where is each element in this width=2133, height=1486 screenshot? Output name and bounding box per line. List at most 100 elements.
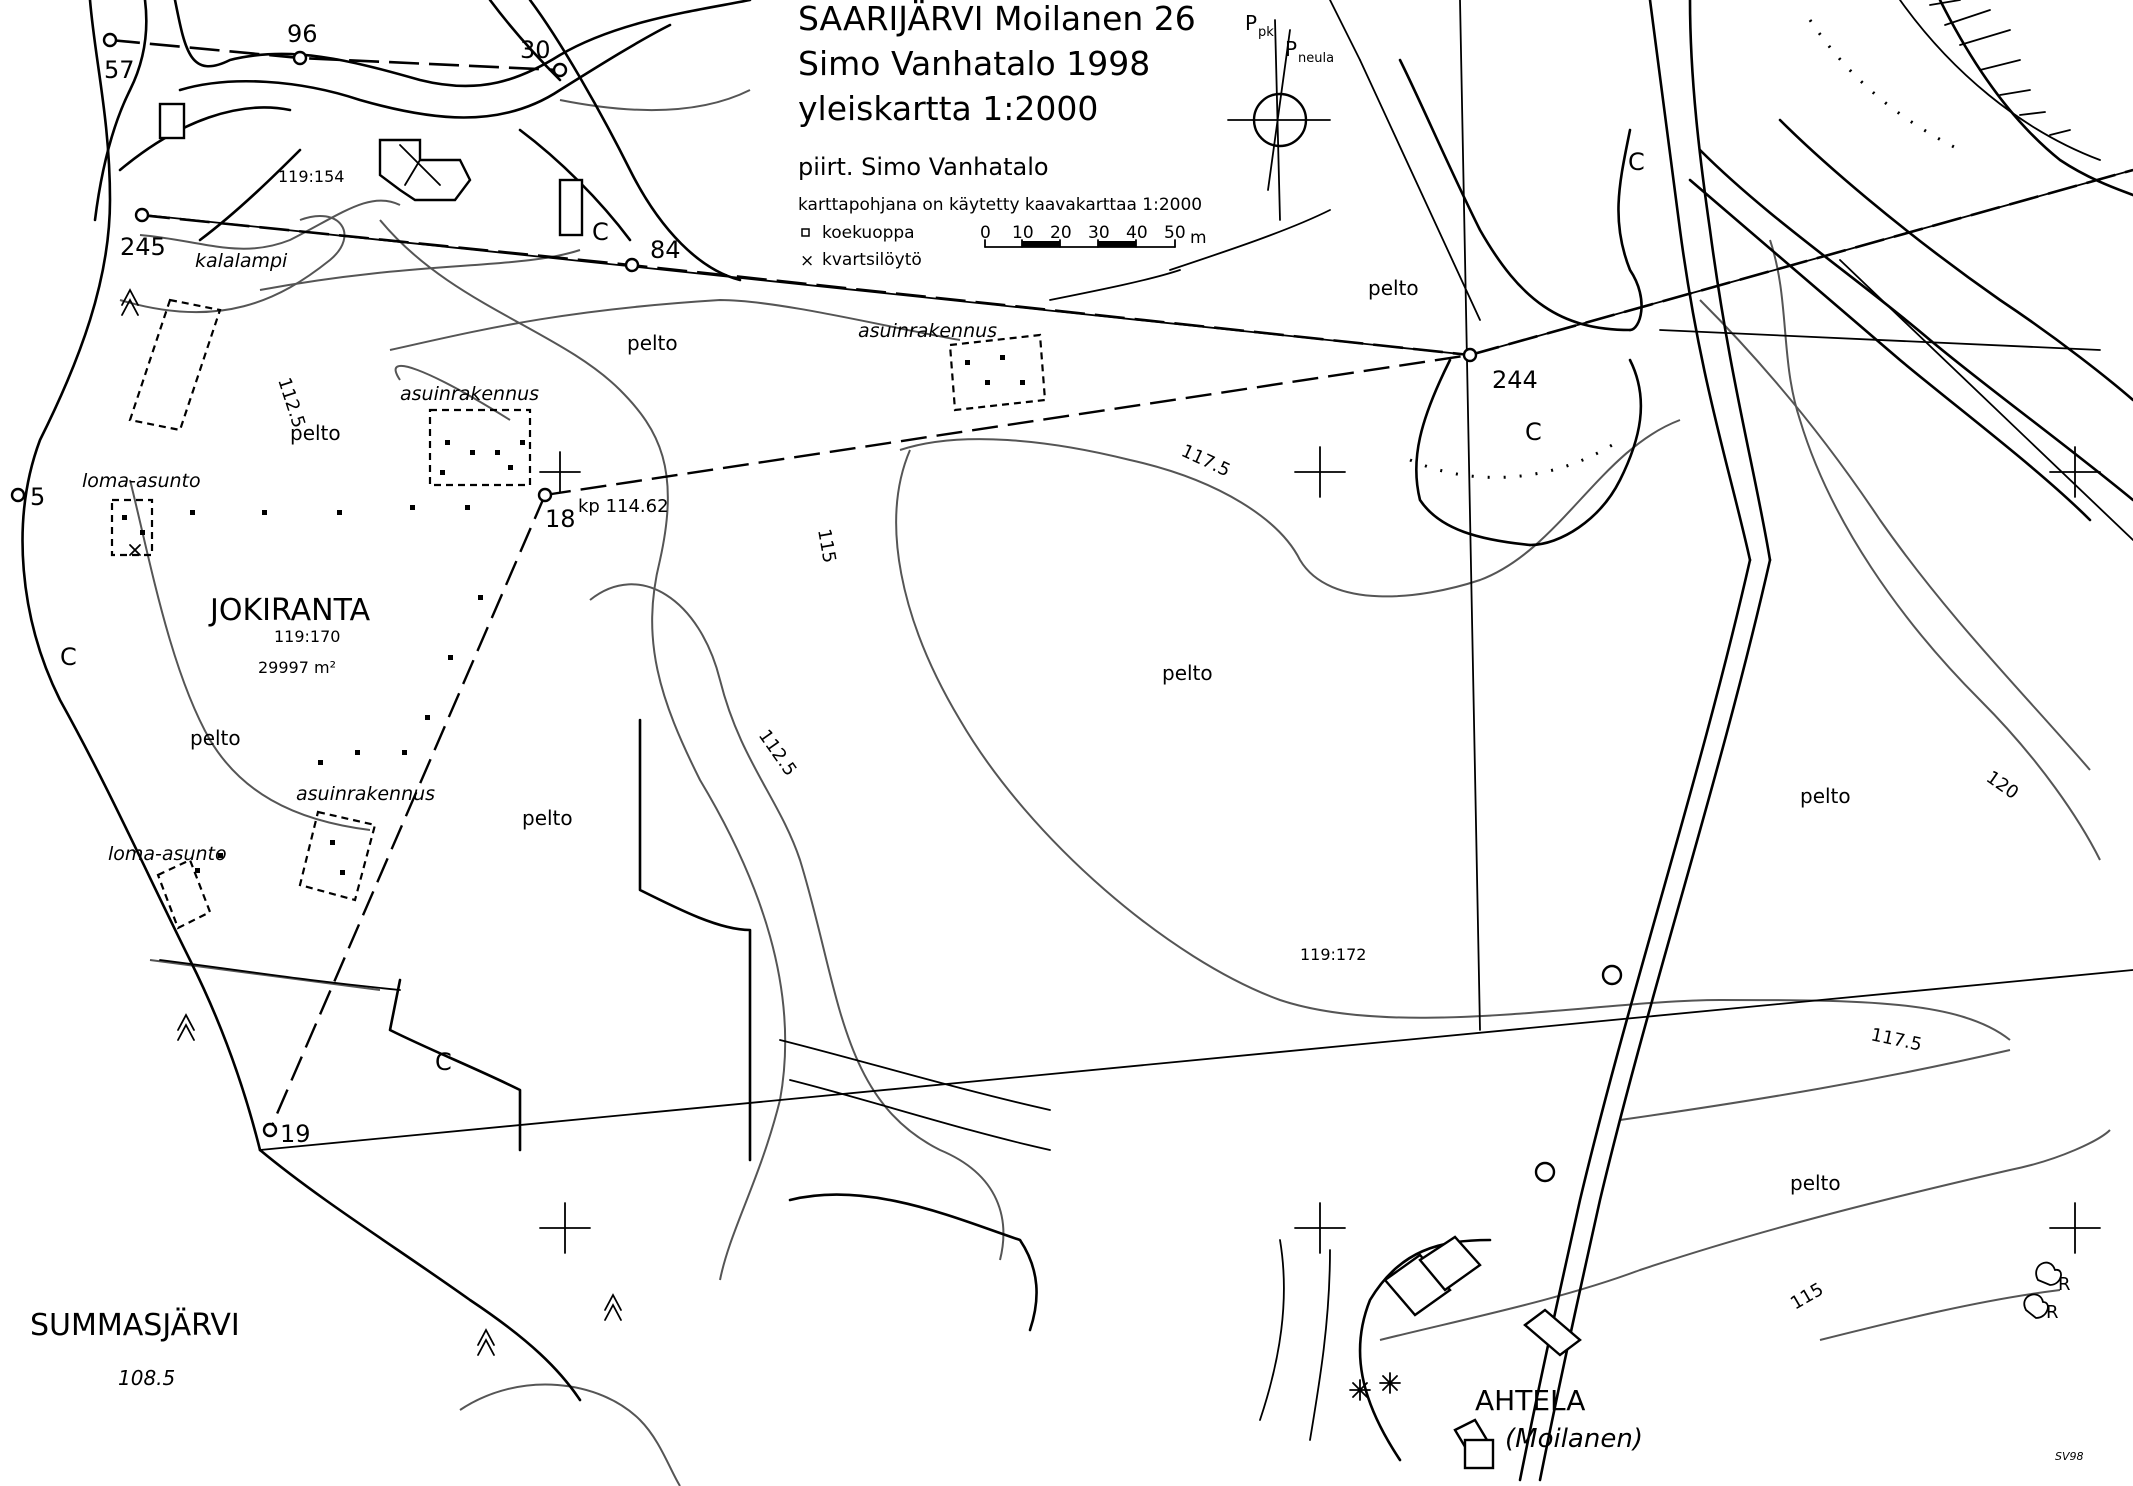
signature: SV98: [2055, 1450, 2084, 1463]
place-ahtela: AHTELA: [1475, 1384, 1585, 1417]
place-summasjarvi: SUMMASJÄRVI: [30, 1307, 240, 1343]
contour-label-112-5a: 112.5: [273, 375, 309, 430]
label-pelto-4: pelto: [1162, 661, 1213, 685]
point-84: 84: [650, 236, 681, 264]
north-arrow: [1227, 19, 1331, 221]
building: [1523, 1308, 1582, 1357]
cemetery-symbol: C: [435, 1048, 452, 1076]
contour-label-112-5b: 112.5: [754, 726, 801, 780]
label-pelto-1: pelto: [627, 331, 678, 355]
building: [558, 178, 584, 237]
scale-label-10: 10: [1012, 223, 1034, 243]
roads: [93, 0, 2133, 1482]
scale-label-unit: m: [1190, 228, 1207, 248]
symbols: [121, 288, 2062, 1401]
scale-label-20: 20: [1050, 223, 1072, 243]
p-pk-sub: pk: [1258, 25, 1274, 40]
quartz-find-icon: [129, 544, 141, 556]
label-asuinrakennus-2: asuinrakennus: [858, 320, 997, 342]
contour-label-117-5a: 117.5: [1178, 440, 1234, 481]
contour-label-120: 120: [1982, 767, 2022, 804]
place-moilanen: (Moilanen): [1505, 1424, 1643, 1454]
scale-label-50: 50: [1164, 223, 1186, 243]
point-245: 245: [120, 233, 166, 261]
rock-marker-icon: [177, 1013, 195, 1041]
label-pelto-5: pelto: [190, 726, 241, 750]
buildings: [158, 102, 1582, 1470]
label-pelto-7: pelto: [1800, 784, 1851, 808]
contour-label-115a: 115: [813, 527, 840, 564]
p-neula-sub: neula: [1298, 51, 1334, 66]
tree-icon: [1349, 1379, 1371, 1401]
rock-icon: [2023, 1293, 2049, 1319]
dashed-buildings: [110, 298, 1047, 930]
base-note: karttapohjana on käytetty kaavakarttaa 1…: [798, 195, 1202, 215]
point-96: 96: [287, 20, 318, 48]
label-asuinrakennus-3: asuinrakennus: [296, 783, 435, 805]
rock-label: R: [2046, 1302, 2059, 1323]
point-18: 18: [545, 505, 576, 533]
tree-icon: [1379, 1372, 1401, 1394]
rock-label: R: [2058, 1274, 2071, 1295]
building: [1463, 1438, 1495, 1470]
rock-icon: [2035, 1261, 2062, 1286]
building: [1418, 1235, 1482, 1292]
label-pelto-6: pelto: [522, 806, 573, 830]
point-19: 19: [280, 1120, 311, 1148]
parcel-boundary: [109, 38, 2133, 1131]
scale-label-30: 30: [1088, 223, 1110, 243]
point-5: 5: [30, 483, 45, 511]
grid-crosses: [539, 446, 2101, 1254]
label-pelto-3: pelto: [1368, 276, 1419, 300]
scale-bar: [984, 239, 1176, 248]
building: [1383, 1253, 1452, 1317]
legend-quartz: kvartsilöytö: [822, 250, 922, 270]
rock-marker-icon: [604, 1293, 622, 1321]
parcel-area: 29997 m²: [258, 658, 336, 677]
point-30: 30: [520, 36, 551, 64]
legend-test-pit: koekuoppa: [822, 223, 915, 243]
contour-lines: [119, 89, 2111, 1486]
lake-shoreline: [21, 0, 582, 1402]
point-57: 57: [104, 56, 135, 84]
building: [158, 102, 186, 140]
header-title-3: yleiskartta 1:2000: [798, 89, 1098, 128]
scale-label-40: 40: [1126, 223, 1148, 243]
scale-label-0: 0: [980, 223, 991, 243]
slope-hatching: [1899, 0, 2101, 161]
survey-points: [10, 32, 1623, 1183]
label-loma-asunto-2: loma-asunto: [108, 843, 227, 865]
quartz-legend-icon: ×: [800, 251, 814, 271]
map-text: SAARIJÄRVI Moilanen 26 Simo Vanhatalo 19…: [30, 0, 2084, 1463]
label-asuinrakennus-1: asuinrakennus: [400, 383, 539, 405]
contour-label-115b: 115: [1787, 1279, 1827, 1314]
elevation-point: kp 114.62: [578, 496, 669, 517]
header-title-1: SAARIJÄRVI Moilanen 26: [798, 0, 1196, 38]
rock-marker-icon: [121, 288, 139, 316]
dotted-lines: [1409, 19, 1961, 479]
test-pit-legend-icon: [801, 228, 810, 237]
lake-level: 108.5: [118, 1366, 175, 1390]
drawn-by: piirt. Simo Vanhatalo: [798, 153, 1049, 181]
test-pits: [122, 355, 1025, 875]
field-edges: [779, 0, 2133, 1441]
label-pelto-2: pelto: [290, 421, 341, 445]
rock-marker-icon: [477, 1328, 495, 1356]
contour-label-117-5b: 117.5: [1869, 1024, 1924, 1055]
cemetery-symbol: C: [60, 643, 77, 671]
cemetery-symbol: C: [1525, 418, 1542, 446]
parcel-170: 119:170: [274, 627, 340, 646]
parcel-154: 119:154: [278, 167, 344, 186]
point-244: 244: [1492, 366, 1538, 394]
p-neula-label: P: [1285, 37, 1297, 61]
place-jokiranta: JOKIRANTA: [208, 593, 371, 628]
label-kalalampi: kalalampi: [195, 250, 288, 272]
cemetery-symbol: C: [592, 218, 609, 246]
parcel-172: 119:172: [1300, 945, 1366, 964]
p-pk-label: P: [1245, 11, 1257, 35]
label-loma-asunto-1: loma-asunto: [82, 470, 201, 492]
cemetery-symbol: C: [1628, 148, 1645, 176]
label-pelto-8: pelto: [1790, 1171, 1841, 1195]
